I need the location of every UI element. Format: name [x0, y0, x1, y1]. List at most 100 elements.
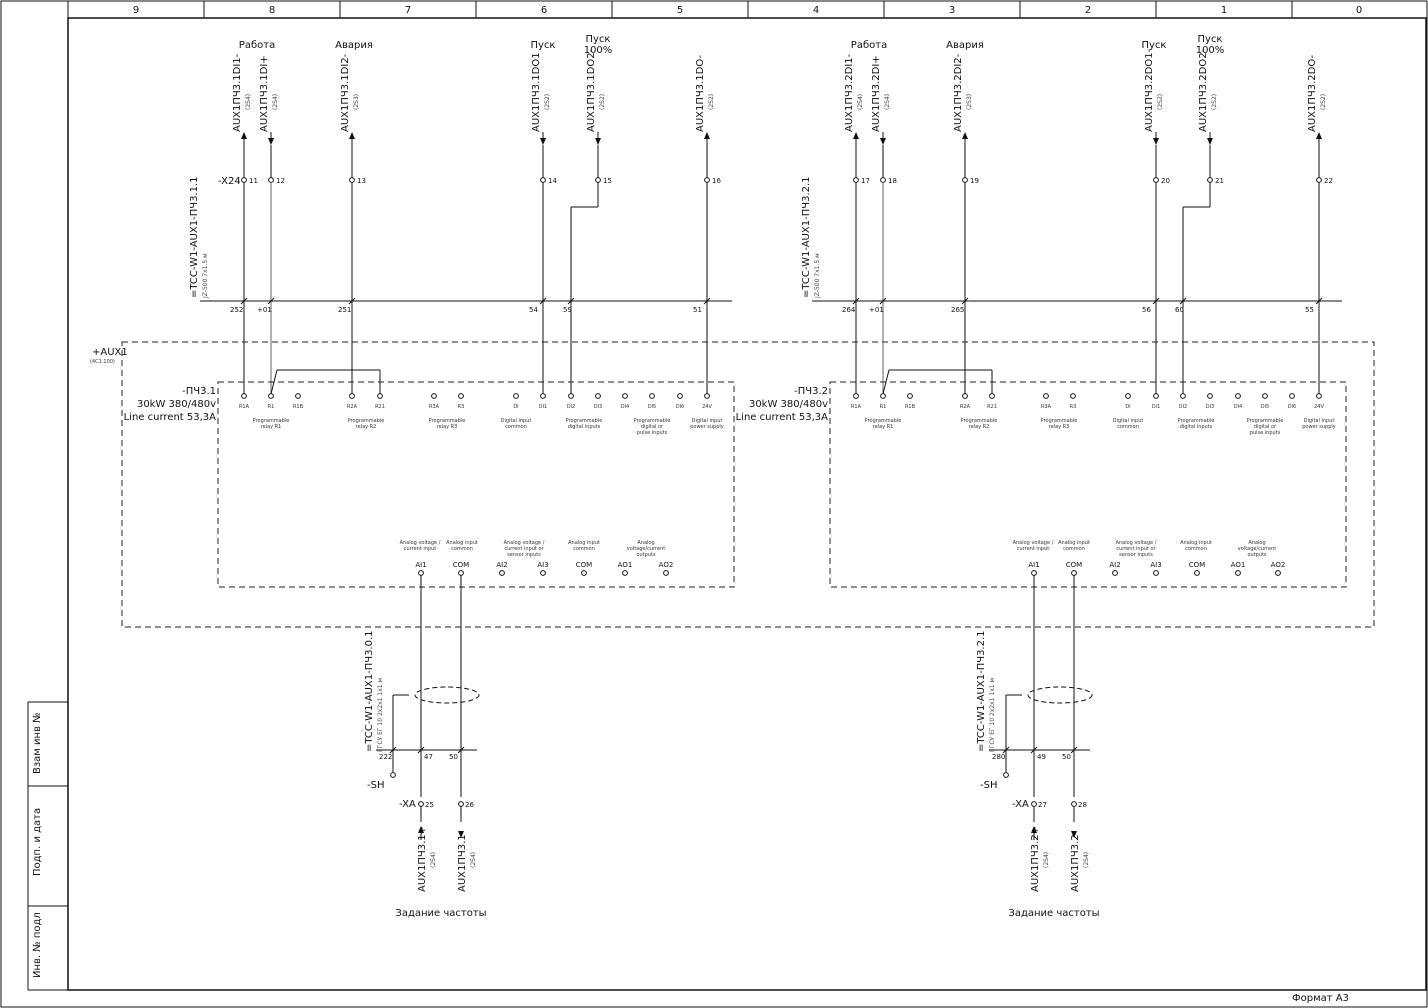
drive-group-label-line: pulse inputs	[1250, 430, 1281, 436]
signal-arrow-down	[268, 138, 274, 145]
signal-name: AUX1ПЧ3.2DO1-	[1144, 48, 1155, 132]
analog-signal-name: AUX1ПЧ3.1+	[417, 826, 428, 892]
drive-pin-top	[1125, 393, 1131, 399]
drive-pin-label: DI3	[594, 404, 603, 410]
drive-pin-label: R3	[1070, 404, 1077, 410]
terminal-number: 11	[249, 177, 258, 185]
terminal-number: 12	[276, 177, 285, 185]
signal-name: AUX1ПЧ3.1DO1	[531, 52, 542, 132]
analog-group-label-line: Analog input	[568, 540, 600, 546]
drive-group-label-line: power supply	[690, 424, 724, 430]
signal-ref: (2S2)	[1157, 94, 1164, 110]
wire-tick	[267, 297, 275, 305]
wire-tick	[852, 297, 860, 305]
analog-group-label-line: voltage/current	[627, 546, 665, 552]
xa-terminal	[1031, 801, 1037, 807]
terminal-number: 13	[357, 177, 366, 185]
terminal-circle	[704, 177, 710, 183]
cable-name: =TCC-W1-AUX1-ПЧ3.2.1	[801, 176, 812, 298]
terminal-number: 16	[712, 177, 721, 185]
signal-arrow-down	[595, 138, 601, 145]
analog-signal-name: AUX1ПЧ3.2+	[1030, 826, 1041, 892]
analog-wire-tick	[417, 746, 425, 754]
analog-pin	[1194, 570, 1200, 576]
signal-name: AUX1ПЧ3.1DO-	[695, 54, 706, 132]
analog-cable-name: =TCC-W1-AUX1-ПЧ3.2.1	[976, 630, 987, 752]
analog-signal-ref: (2S4)	[1083, 852, 1090, 868]
analog-group-label-line: Analog voltage /	[1116, 540, 1157, 546]
xa-terminal-number: 25	[425, 801, 434, 809]
drive-pin-label: DI4	[1234, 404, 1243, 410]
drive-pin-label: DI2	[567, 404, 576, 410]
analog-group-label-line: Analog voltage /	[400, 540, 441, 546]
drive-group-label-line: Programmable	[961, 418, 998, 424]
signal-arrow-up	[962, 132, 968, 139]
xa-terminal-number: 26	[465, 801, 474, 809]
column-number: 8	[269, 5, 275, 16]
signal-arrow-down	[1207, 138, 1213, 145]
drive-pin-label: DI5	[1261, 404, 1270, 410]
drive-current: Line current 53,3A	[124, 412, 217, 423]
analog-signal-name: AUX1ПЧ3.2-	[1070, 830, 1081, 892]
analog-group-label-line: sensor inputs	[507, 552, 541, 558]
side-stamp-label: Взам инв №	[32, 712, 43, 774]
analog-pin	[663, 570, 669, 576]
analog-wire-number: 50	[1062, 753, 1071, 761]
wire-number: 251	[338, 306, 351, 314]
drive-group-label-line: Programmable	[1178, 418, 1215, 424]
drive-pin-label: R2A	[347, 404, 358, 410]
signal-ref: (2S2)	[1320, 94, 1327, 110]
signal-ref: (2S3)	[353, 94, 360, 110]
drive-pin-top	[540, 393, 546, 399]
wire-tick	[348, 297, 356, 305]
wire-tick	[1315, 297, 1323, 305]
drive-pin-label: DI2	[1179, 404, 1188, 410]
wire-tick	[961, 297, 969, 305]
wire-tick	[703, 297, 711, 305]
analog-group-label-line: outputs	[1247, 552, 1266, 558]
drive-pin-top	[962, 393, 968, 399]
analog-pin	[458, 570, 464, 576]
terminal-circle	[540, 177, 546, 183]
terminal-circle	[962, 177, 968, 183]
drive-pin-top	[1289, 393, 1295, 399]
enclosure-sublabel: (4С1.100)	[90, 359, 115, 365]
drive-pin-label: R1B	[905, 404, 916, 410]
signal-name: AUX1ПЧ3.1DI1-	[232, 53, 243, 132]
analog-wire-number: 47	[424, 753, 433, 761]
signal-name: AUX1ПЧ3.2DO-	[1307, 54, 1318, 132]
analog-pin	[1235, 570, 1241, 576]
signal-name: AUX1ПЧ3.2DI+	[871, 55, 882, 132]
drive-group-label-line: common	[505, 424, 527, 430]
relay-jumper	[270, 369, 278, 395]
analog-group-label-line: sensor inputs	[1119, 552, 1153, 558]
signal-name: AUX1ПЧ3.1DI+	[259, 55, 270, 132]
analog-pin	[418, 570, 424, 576]
wire-number: 51	[693, 306, 702, 314]
drive-pin-top	[853, 393, 859, 399]
drive-group-label-line: Programmable	[566, 418, 603, 424]
wire-number: 264	[842, 306, 856, 314]
drive-pin-top	[677, 393, 683, 399]
signal-ref: (2S4)	[884, 94, 891, 110]
signal-ref: (2S3)	[966, 94, 973, 110]
wire-number: 55	[1305, 306, 1314, 314]
analog-group-label-line: current input	[1017, 546, 1050, 552]
analog-pin	[1275, 570, 1281, 576]
analog-group-label-line: common	[451, 546, 473, 552]
signal-arrow-up	[1316, 132, 1322, 139]
analog-group-label-line: current input	[404, 546, 437, 552]
drive-pin-label: R3	[458, 404, 465, 410]
drive-pin-top	[907, 393, 913, 399]
analog-pin-label: AI2	[496, 561, 507, 569]
analog-pin-label: AI3	[1150, 561, 1161, 569]
shield-ground-terminal	[1003, 772, 1009, 778]
column-number: 1	[1221, 5, 1227, 16]
drive-pin-top	[268, 393, 274, 399]
